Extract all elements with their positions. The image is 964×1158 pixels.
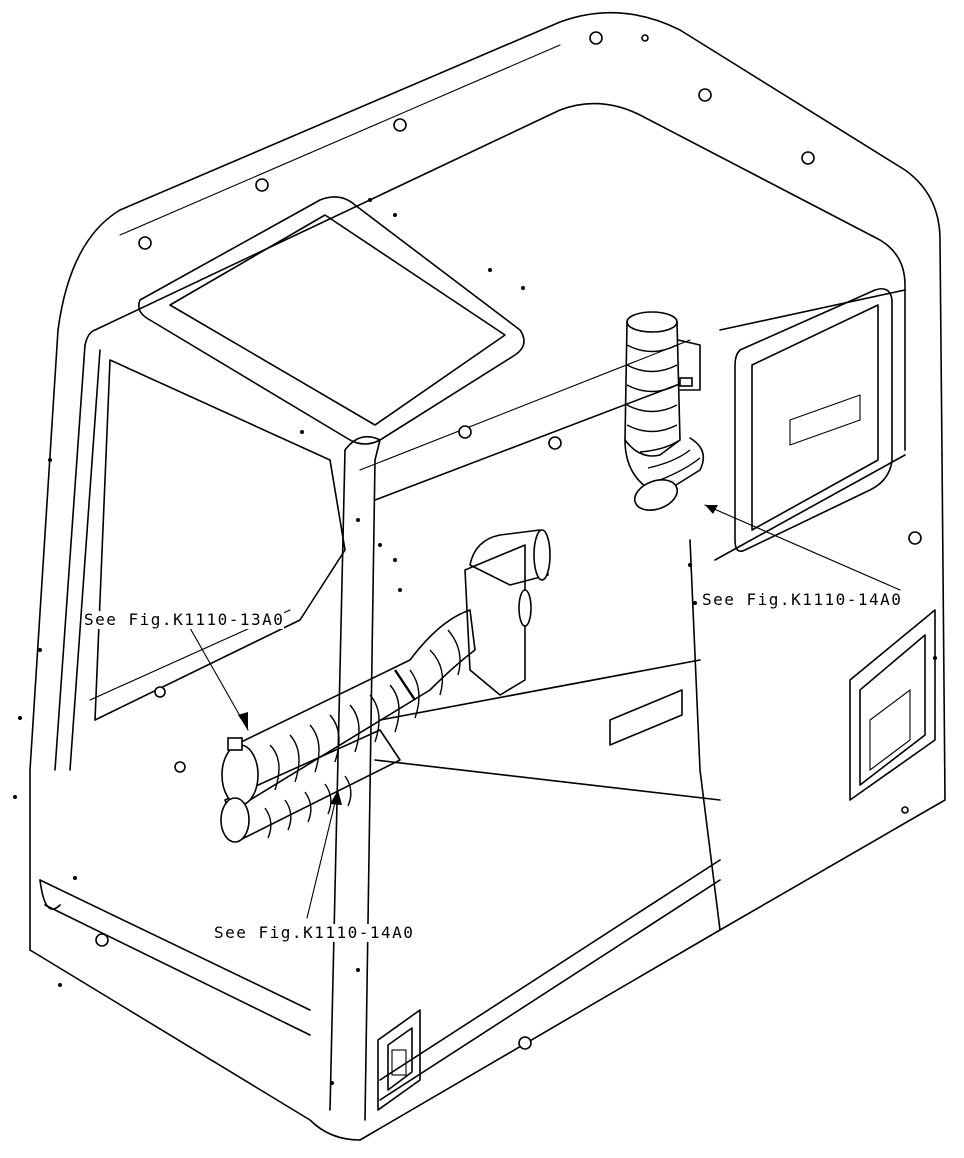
rear-duct-assembly [624, 311, 705, 511]
roof-hatch [137, 196, 525, 445]
callout-ref-14a0-lower: See Fig.K1110-14A0 [214, 923, 415, 942]
callout-ref-14a0-upper: See Fig.K1110-14A0 [702, 590, 903, 609]
leader-lines [189, 504, 901, 919]
callout-ref-13a0: See Fig.K1110-13A0 [84, 610, 285, 629]
label-plate [609, 689, 683, 746]
rear-window [734, 287, 893, 553]
side-vent [849, 609, 936, 801]
bolts [13, 31, 937, 1085]
door-handle [377, 1009, 421, 1111]
cab-shell [29, 11, 946, 1141]
center-duct-assembly [220, 529, 551, 843]
